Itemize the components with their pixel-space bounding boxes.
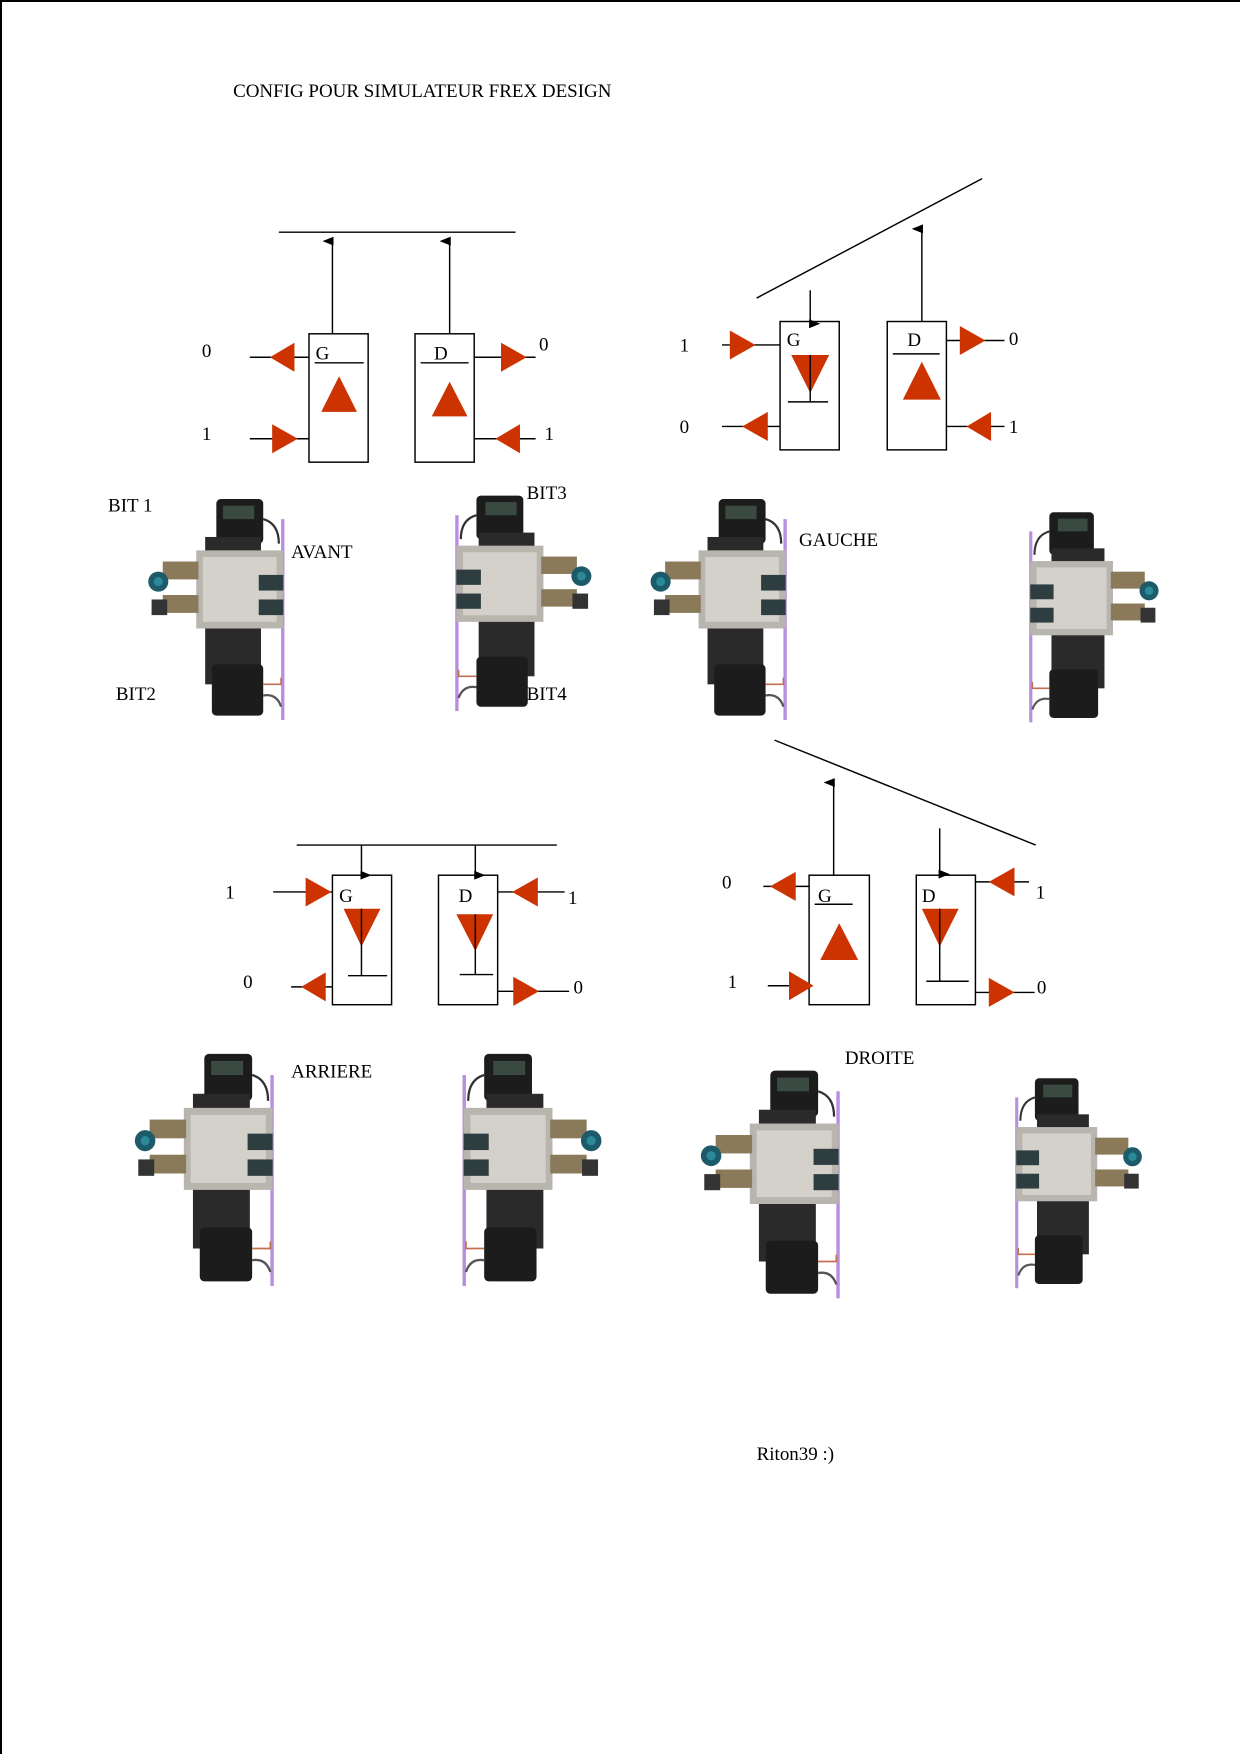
arrow-left-icon [512,877,538,907]
arrow-right-icon [988,977,1015,1007]
valve-box-d [437,874,499,1006]
triangle-up-icon [902,361,941,400]
valve-photo-gauche-left [648,495,790,722]
bit-value: 0 [1009,329,1018,350]
arrow-left-icon [988,867,1015,897]
valve-photo-arriere-left [132,1050,277,1288]
bit4-label: BIT4 [527,684,568,705]
bit-value: 1 [1009,417,1018,438]
arrow-right-icon [729,330,756,360]
bit-value: 1 [680,336,689,357]
arrow-left-icon [301,972,326,1002]
bit3-label: BIT3 [527,483,567,504]
label-g: G [787,330,801,351]
bit-value: 1 [545,424,554,445]
diagram-arriere: G D 1 0 1 0 [225,844,583,1006]
valve-photo-arriere-right [460,1050,604,1288]
label-d: D [907,330,921,351]
label-d: D [434,343,448,364]
valve-photo-avant-right [452,492,594,713]
label-d: D [922,886,936,907]
bit-value: 1 [568,888,577,909]
bit-value: 1 [202,424,211,445]
bit-value: 0 [202,341,211,362]
arrow-right-icon [272,424,298,454]
bit2-label: BIT2 [116,684,156,705]
avant-label: AVANT [291,542,353,563]
bit-value: 1 [225,883,234,904]
arriere-label: ARRIERE [291,1061,372,1082]
valve-box-d [915,874,977,1006]
valve-photo-droite-left [698,1067,843,1300]
valve-box-g [808,874,871,1006]
bit-value: 0 [539,335,548,356]
rail-line [774,739,1036,846]
valve-photo-gauche-right [1027,509,1161,724]
label-g: G [316,343,330,364]
arrow-right-icon [513,976,539,1006]
label-d: D [459,886,473,907]
bit-value: 0 [243,972,252,993]
arrow-right-icon [959,325,986,356]
droite-label: DROITE [845,1048,915,1069]
rail-line [756,177,983,299]
triangle-up-icon [820,923,859,961]
arrow-left-icon [966,411,992,441]
bit-value: 0 [680,417,689,438]
arrow-right-icon [305,877,332,907]
bit-value: 0 [722,873,731,894]
label-g: G [339,886,353,907]
bit1-label: BIT 1 [108,495,152,516]
bit-value: 1 [728,972,737,993]
arrow-left-icon [495,424,520,454]
document-title: CONFIG POUR SIMULATEUR FREX DESIGN [233,81,612,102]
arrow-right-icon [789,971,814,1001]
arrow-right-icon [500,342,527,372]
gauche-label: GAUCHE [799,530,878,551]
diagram-gauche: G D 1 0 0 1 [680,177,1018,451]
arrow-left-icon [269,342,295,372]
diagram-droite: G D 0 1 1 0 [722,739,1046,1007]
bit-value: 0 [1037,978,1046,999]
bit-value: 0 [574,978,583,999]
valve-photo-droite-right [1013,1075,1144,1290]
triangle-up-icon [321,376,357,412]
arrow-left-icon [770,871,796,901]
valve-photo-avant-left [146,495,287,722]
triangle-up-icon [431,381,468,417]
label-g: G [818,886,832,907]
signature: Riton39 :) [757,1444,834,1465]
diagram-avant: G D 0 1 0 1 [202,231,554,463]
arrow-left-icon [742,411,768,441]
bit-value: 1 [1036,883,1045,904]
